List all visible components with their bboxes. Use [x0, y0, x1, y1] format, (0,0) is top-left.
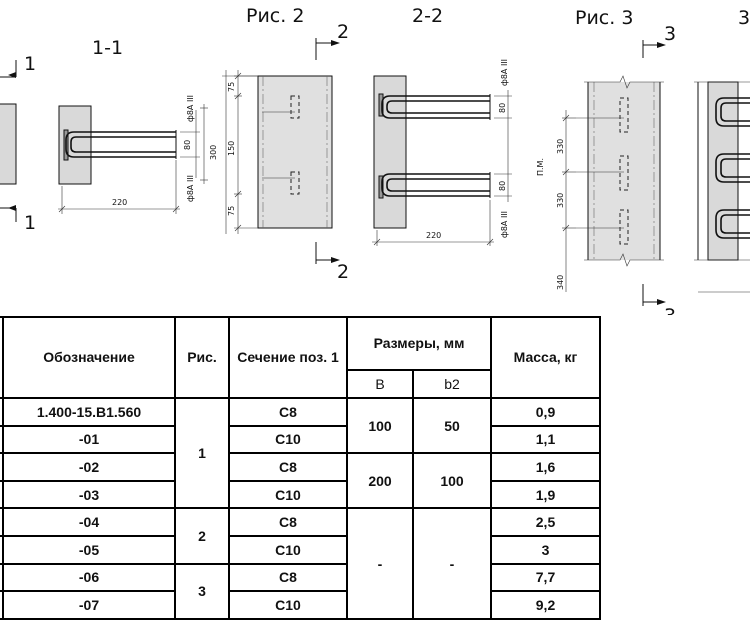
cut-marker-2-bottom: 2 — [337, 261, 349, 283]
cell-section: С8 — [228, 562, 348, 593]
col-header-section: Сечение поз. 1 — [228, 316, 348, 399]
figure-2-title: Рис. 2 — [246, 5, 304, 27]
dim-220-s11: 220 — [112, 198, 127, 207]
col-header-b: B — [346, 369, 414, 399]
table-row: -06 3 С8 7,7 — [0, 562, 601, 620]
table-row: -05 С10 3 — [0, 534, 601, 565]
dim-80-s11: 80 — [183, 140, 192, 150]
table-row: 1.400-15.В1.560 1 С8 100 50 0,9 — [0, 396, 601, 510]
col-header-mass: Масса, кг — [490, 316, 601, 399]
cell-mass: 7,7 — [490, 562, 601, 593]
cell-designation: -02 — [2, 452, 176, 482]
section-1-1-title: 1-1 — [92, 37, 123, 59]
figure-2: Рис. 2 2 75 150 75 2 — [222, 5, 349, 283]
left-partial-view: 1 1 — [0, 53, 36, 234]
cell-designation: -07 — [2, 590, 176, 620]
dim-80-s22-top: 80 — [498, 103, 507, 113]
cell-b: 100 — [346, 396, 414, 455]
cell-b2: - — [412, 507, 492, 620]
technical-drawing: 1 1 1-1 220 ф8A III 80 ф8A III 300 — [0, 5, 750, 315]
cell-section: С10 — [228, 479, 348, 510]
cell-b2: 50 — [412, 396, 492, 455]
dim-300-s11: 300 — [209, 145, 218, 160]
section-marker-1-bottom: 1 — [24, 212, 36, 234]
cell-b: 200 — [346, 452, 414, 510]
cell-mass: 9,2 — [490, 590, 601, 620]
specification-table: Обозначение Рис. Сечение поз. 1 Размеры,… — [0, 316, 601, 620]
cell-designation: -05 — [2, 534, 176, 565]
section-1-1: 1-1 220 ф8A III 80 ф8A III 300 — [58, 37, 218, 214]
cell-fig: 1 — [174, 396, 230, 510]
figure-3: Рис. 3 3 330 330 340 П.М. — [536, 7, 676, 315]
cell-fig: 3 — [174, 562, 230, 620]
cell-fig: 2 — [174, 507, 230, 565]
cell-mass: 1,1 — [490, 424, 601, 455]
cell-section: С8 — [228, 397, 348, 427]
cell-mass: 0,9 — [490, 397, 601, 427]
col-header-designation: Обозначение — [2, 316, 176, 399]
table-row: -02 С8 200 100 1,6 — [0, 452, 601, 510]
cell-mass: 1,9 — [490, 479, 601, 510]
dim-75-top: 75 — [227, 82, 236, 92]
cell-mass: 3 — [490, 534, 601, 565]
col-header-sizes: Размеры, мм — [346, 316, 492, 371]
dim-pm: П.М. — [536, 158, 545, 176]
cell-section: С8 — [228, 452, 348, 482]
col-header-fig: Рис. — [174, 316, 230, 399]
cut-marker-3-bottom: 3 — [664, 305, 676, 315]
cell-designation: -01 — [2, 424, 176, 455]
dim-rebar-s11-bottom: ф8A III — [186, 175, 195, 202]
cell-mass: 2,5 — [490, 507, 601, 537]
dim-80-s22-bottom: 80 — [498, 181, 507, 191]
col-header-blank — [0, 316, 4, 399]
table-row: -03 С10 1,9 — [0, 479, 601, 510]
cell-b: - — [346, 507, 414, 620]
cell-designation: 1.400-15.В1.560 — [2, 397, 176, 427]
dim-rebar-s11-top: ф8A III — [186, 95, 195, 122]
dim-220-s22: 220 — [426, 231, 441, 240]
dim-330-bottom: 330 — [556, 193, 565, 208]
dim-rebar-s22-top: ф8A III — [500, 59, 509, 86]
section-2-2-title: 2-2 — [412, 5, 443, 27]
dim-330-top: 330 — [556, 139, 565, 154]
cell-designation: -04 — [2, 507, 176, 537]
cell-designation: -03 — [2, 479, 176, 510]
cell-section: С10 — [228, 590, 348, 620]
table-row: -04 2 С8 - - 2,5 — [0, 507, 601, 620]
col-header-b2: b2 — [412, 369, 492, 399]
dim-340: 340 — [556, 275, 565, 290]
cell-section: С10 — [228, 534, 348, 565]
table-row: -01 С10 1,1 — [0, 424, 601, 455]
cut-marker-2-top: 2 — [337, 21, 349, 43]
section-3-3-title: 3- — [738, 7, 750, 29]
cell-designation: -06 — [2, 562, 176, 593]
dim-75-bottom: 75 — [227, 206, 236, 216]
section-marker-1-top: 1 — [24, 53, 36, 75]
section-2-2: 2-2 220 ф8A III 80 80 ф8A III — [372, 5, 512, 246]
cell-mass: 1,6 — [490, 452, 601, 482]
cut-marker-3-top: 3 — [664, 23, 676, 45]
dim-rebar-s22-bottom: ф8A III — [500, 211, 509, 238]
section-3-3-partial: 3- — [694, 7, 750, 293]
table-row: -07 С10 9,2 — [0, 590, 601, 620]
cell-b2: 100 — [412, 452, 492, 510]
figure-3-title: Рис. 3 — [575, 7, 633, 29]
cell-section: С8 — [228, 507, 348, 537]
dim-150: 150 — [227, 141, 236, 156]
cell-section: С10 — [228, 424, 348, 455]
